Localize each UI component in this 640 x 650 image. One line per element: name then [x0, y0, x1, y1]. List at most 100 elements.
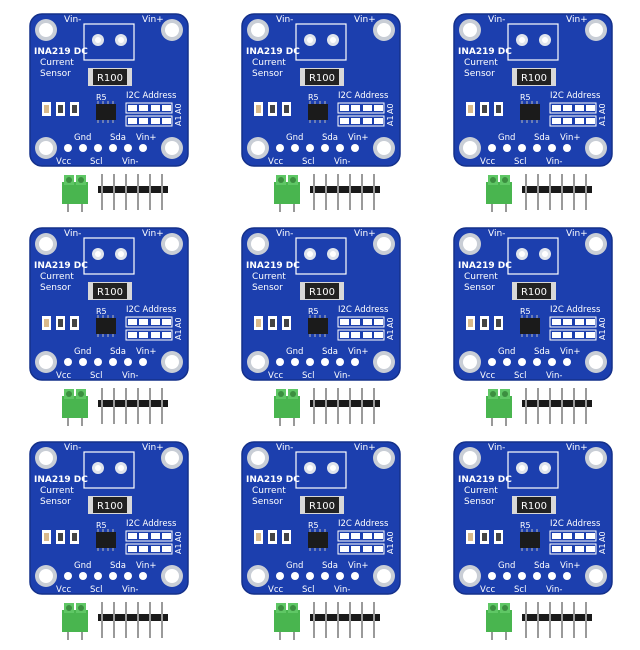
- label-r5: R5: [308, 307, 319, 316]
- header-pads: [276, 358, 359, 366]
- header-pads: [276, 144, 359, 152]
- header-pads: [488, 572, 571, 580]
- header-pads: [64, 358, 147, 366]
- label-title-1: INA219 DC: [246, 47, 300, 57]
- label-vin-minus-bottom: Vin-: [122, 585, 138, 595]
- pcb-body: [29, 13, 189, 167]
- label-vin-minus: Vin-: [488, 443, 505, 453]
- label-vin-plus: Vin+: [354, 443, 376, 453]
- address-jumpers: [549, 530, 597, 555]
- label-gnd: Gnd: [74, 561, 91, 571]
- label-vin-plus: Vin+: [142, 229, 164, 239]
- label-vin-plus: Vin+: [354, 15, 376, 25]
- label-title-1: INA219 DC: [458, 475, 512, 485]
- label-scl: Scl: [302, 371, 314, 381]
- label-vcc: Vcc: [56, 585, 71, 595]
- ina219-chip: [308, 529, 328, 551]
- ina219-board-image: Vin- Vin+ INA219 DC Current Sensor R100 …: [453, 13, 613, 212]
- label-sda: Sda: [534, 347, 550, 357]
- label-resistor: R100: [309, 73, 335, 84]
- screw-terminal: [274, 175, 300, 212]
- label-title-3: Sensor: [40, 69, 71, 79]
- label-r5: R5: [308, 521, 319, 530]
- label-resistor: R100: [97, 501, 123, 512]
- label-a0: A0: [598, 531, 607, 542]
- label-resistor: R100: [521, 73, 547, 84]
- label-vin-plus-bottom: Vin+: [136, 561, 157, 571]
- sensor-board-tile-1: Vin- Vin+ INA219 DC Current Sensor R100 …: [26, 12, 226, 222]
- label-sda: Sda: [322, 133, 338, 143]
- label-a0: A0: [598, 103, 607, 114]
- label-vin-plus: Vin+: [566, 15, 588, 25]
- label-title-1: INA219 DC: [458, 47, 512, 57]
- label-vin-plus: Vin+: [354, 229, 376, 239]
- screw-terminal: [274, 603, 300, 640]
- label-title-2: Current: [252, 486, 286, 496]
- label-resistor: R100: [97, 287, 123, 298]
- mounting-holes: [459, 447, 607, 587]
- label-title-2: Current: [252, 58, 286, 68]
- screw-terminal: [62, 603, 88, 640]
- ina219-board-image: Vin- Vin+ INA219 DC Current Sensor R100 …: [29, 13, 189, 212]
- ina219-chip: [308, 101, 328, 123]
- label-scl: Scl: [90, 371, 102, 381]
- label-gnd: Gnd: [498, 347, 515, 357]
- ina219-chip: [520, 529, 540, 551]
- left-smd-parts: [254, 530, 291, 544]
- label-vcc: Vcc: [56, 371, 71, 381]
- label-vin-minus-bottom: Vin-: [122, 371, 138, 381]
- label-scl: Scl: [90, 585, 102, 595]
- label-a1: A1: [174, 115, 183, 126]
- label-i2c-address: I2C Address: [338, 305, 389, 315]
- label-i2c-address: I2C Address: [550, 91, 601, 101]
- screw-terminal: [486, 389, 512, 426]
- label-vin-minus-bottom: Vin-: [546, 585, 562, 595]
- label-vcc: Vcc: [480, 157, 495, 167]
- label-a0: A0: [598, 317, 607, 328]
- mounting-holes: [35, 233, 183, 373]
- ina219-chip: [96, 315, 116, 337]
- label-vin-minus: Vin-: [488, 15, 505, 25]
- label-vcc: Vcc: [268, 371, 283, 381]
- pcb-body: [29, 227, 189, 381]
- sensor-board-tile-8: Vin- Vin+ INA219 DC Current Sensor R100 …: [238, 440, 438, 650]
- label-vin-plus-bottom: Vin+: [136, 347, 157, 357]
- label-a1: A1: [598, 329, 607, 340]
- mounting-holes: [247, 19, 395, 159]
- label-title-2: Current: [252, 272, 286, 282]
- label-scl: Scl: [302, 157, 314, 167]
- label-title-1: INA219 DC: [246, 475, 300, 485]
- label-title-1: INA219 DC: [34, 475, 88, 485]
- left-smd-parts: [466, 530, 503, 544]
- label-a0: A0: [174, 531, 183, 542]
- label-a1: A1: [386, 543, 395, 554]
- pcb-body: [453, 227, 613, 381]
- label-vcc: Vcc: [268, 157, 283, 167]
- ina219-chip: [520, 315, 540, 337]
- label-vin-plus-bottom: Vin+: [560, 347, 581, 357]
- label-resistor: R100: [521, 287, 547, 298]
- pin-header: [522, 174, 592, 210]
- label-a0: A0: [386, 531, 395, 542]
- pcb-body: [241, 13, 401, 167]
- ina219-board-image: Vin- Vin+ INA219 DC Current Sensor R100 …: [453, 227, 613, 426]
- left-smd-parts: [466, 102, 503, 116]
- label-r5: R5: [96, 521, 107, 530]
- sensor-board-tile-3: Vin- Vin+ INA219 DC Current Sensor R100 …: [450, 12, 640, 222]
- label-r5: R5: [520, 521, 531, 530]
- label-title-1: INA219 DC: [246, 261, 300, 271]
- mounting-holes: [247, 233, 395, 373]
- label-vin-minus-bottom: Vin-: [334, 585, 350, 595]
- label-title-3: Sensor: [252, 283, 283, 293]
- ina219-board-image: Vin- Vin+ INA219 DC Current Sensor R100 …: [241, 227, 401, 426]
- label-scl: Scl: [302, 585, 314, 595]
- label-vin-plus-bottom: Vin+: [348, 561, 369, 571]
- screw-terminal: [62, 389, 88, 426]
- label-vin-plus-bottom: Vin+: [560, 133, 581, 143]
- ina219-board-image: Vin- Vin+ INA219 DC Current Sensor R100 …: [241, 441, 401, 640]
- ina219-chip: [308, 315, 328, 337]
- label-vin-minus: Vin-: [276, 443, 293, 453]
- header-pads: [488, 144, 571, 152]
- address-jumpers: [125, 102, 173, 127]
- label-gnd: Gnd: [498, 133, 515, 143]
